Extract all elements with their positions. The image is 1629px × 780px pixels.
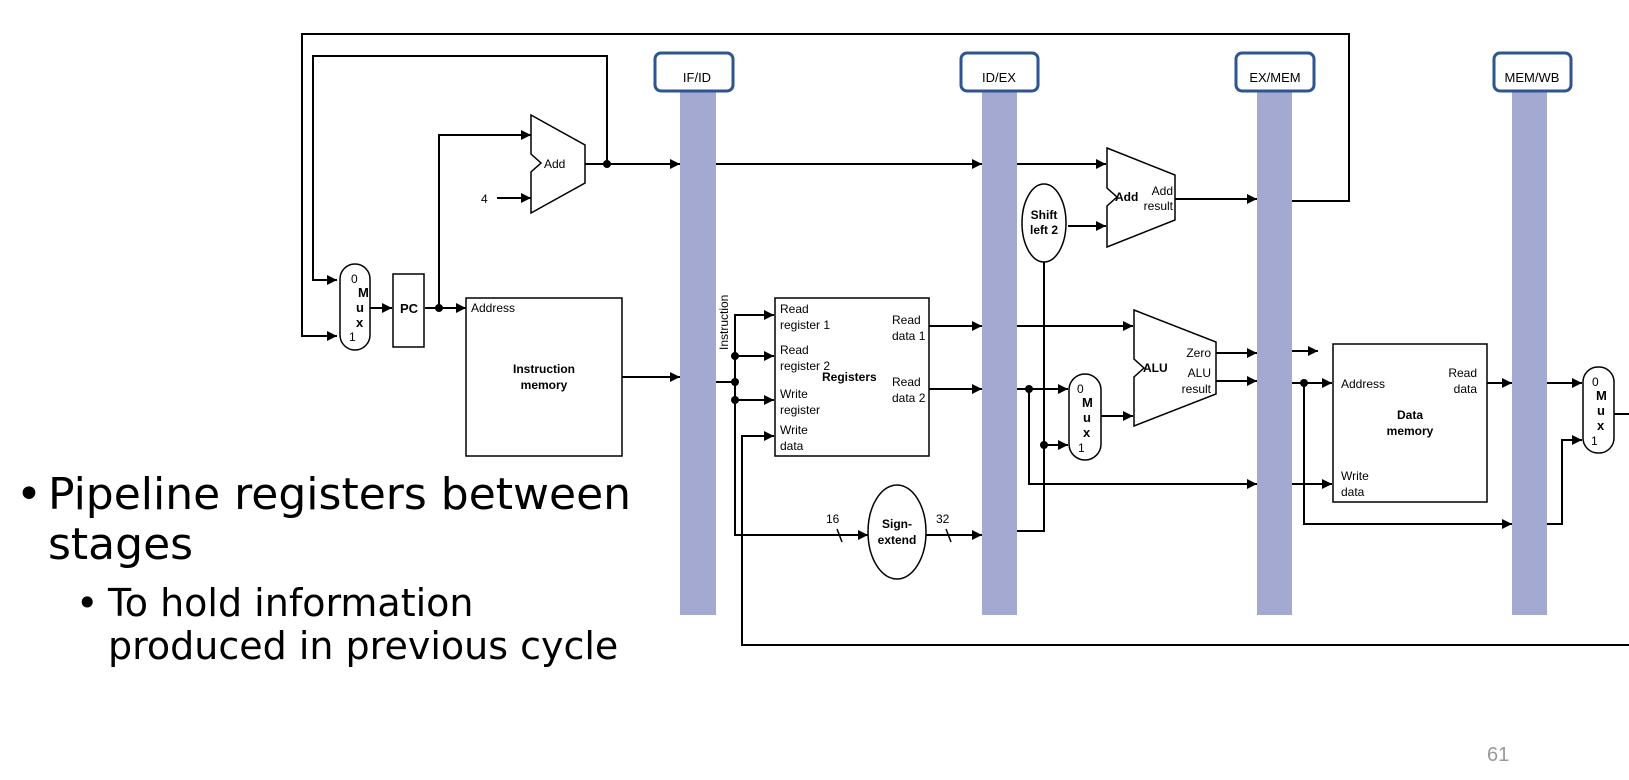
svg-text:Zero: Zero [1186, 346, 1211, 360]
svg-text:Shift: Shift [1031, 208, 1058, 222]
svg-text:u: u [1597, 403, 1605, 418]
svg-text:ALU: ALU [1188, 366, 1211, 380]
svg-text:Registers: Registers [822, 370, 877, 384]
svg-text:0: 0 [1592, 375, 1599, 389]
pc-mux: 0 M u x 1 [339, 263, 371, 351]
register-label: EX/MEM [1249, 70, 1300, 85]
svg-text:data: data [1454, 382, 1478, 396]
svg-text:register 1: register 1 [780, 318, 830, 332]
instruction-memory: Address Instruction memory [465, 297, 623, 457]
bullet-text-main: Pipeline registers between stages [48, 469, 632, 570]
register-label: MEM/WB [1505, 70, 1560, 85]
svg-text:data 2: data 2 [892, 391, 926, 405]
svg-text:result: result [1182, 382, 1212, 396]
svg-text:Write: Write [780, 387, 808, 401]
svg-text:Write: Write [780, 423, 808, 437]
sub-bullet-item: • To hold information produced in previo… [76, 582, 658, 668]
svg-text:16: 16 [826, 512, 840, 526]
svg-text:u: u [1083, 410, 1091, 425]
wire-junctions [435, 160, 1308, 449]
writeback-mux: 0 M u x 1 [1582, 366, 1615, 454]
svg-text:Instruction: Instruction [513, 362, 575, 376]
bus-width-markers: 16 32 [826, 512, 952, 543]
svg-text:extend: extend [878, 533, 917, 547]
svg-text:Write: Write [1341, 469, 1369, 483]
svg-text:Read: Read [780, 343, 809, 357]
svg-text:left 2: left 2 [1030, 223, 1058, 237]
bullet-text-sub: To hold information produced in previous… [108, 581, 619, 668]
svg-text:memory: memory [1387, 424, 1434, 438]
register-cap [1234, 51, 1316, 93]
svg-text:data: data [1341, 485, 1365, 499]
pipeline-register-if-id: IF/ID [653, 51, 735, 615]
svg-text:32: 32 [936, 512, 950, 526]
svg-text:Add: Add [1115, 190, 1138, 204]
svg-text:data 1: data 1 [892, 329, 926, 343]
svg-text:Address: Address [471, 301, 515, 315]
svg-text:ALU: ALU [1143, 361, 1168, 375]
svg-text:Sign-: Sign- [882, 517, 912, 531]
register-label: ID/EX [982, 70, 1016, 85]
branch-adder: Add Add result [1106, 146, 1176, 249]
register-cap [653, 51, 735, 93]
svg-text:Read: Read [1448, 366, 1477, 380]
svg-text:Data: Data [1397, 408, 1423, 422]
svg-text:Add: Add [544, 157, 565, 171]
svg-text:M: M [1082, 395, 1093, 410]
svg-text:0: 0 [1077, 382, 1084, 396]
svg-text:M: M [1596, 388, 1607, 403]
register-label: IF/ID [683, 70, 711, 85]
svg-text:Read: Read [892, 375, 921, 389]
alu: ALU Zero ALU result [1133, 308, 1217, 428]
svg-text:data: data [780, 439, 804, 453]
svg-text:result: result [1144, 199, 1174, 213]
register-file: Read register 1 Read register 2 Write re… [774, 297, 930, 457]
svg-text:x: x [356, 315, 364, 330]
svg-text:x: x [1083, 425, 1091, 440]
svg-text:Address: Address [1341, 377, 1385, 391]
instruction-label: Instruction [717, 295, 731, 350]
svg-text:PC: PC [400, 301, 419, 316]
pipeline-register-mem-wb: MEM/WB [1492, 51, 1573, 615]
svg-text:1: 1 [349, 330, 356, 344]
svg-text:u: u [356, 300, 364, 315]
page-number: 61 [1487, 744, 1510, 766]
alu-mux: 0 M u x 1 [1068, 373, 1102, 461]
svg-text:0: 0 [351, 272, 358, 286]
shift-left-2: Shift left 2 [1021, 183, 1067, 263]
data-memory: Address Read data Data memory Write data [1332, 343, 1488, 503]
svg-text:1: 1 [1078, 441, 1085, 455]
svg-text:Read: Read [892, 313, 921, 327]
bullet-item: • Pipeline registers between stages [16, 470, 658, 570]
register-cap [1492, 51, 1573, 93]
svg-text:1: 1 [1591, 434, 1598, 448]
svg-text:register 2: register 2 [780, 359, 830, 373]
sign-extend: Sign- extend [867, 484, 927, 580]
bullet-dot: • [76, 581, 99, 625]
wires [301, 33, 1629, 646]
pc-adder: Add [530, 113, 586, 215]
register-cap [959, 51, 1040, 93]
program-counter: PC [392, 273, 425, 348]
svg-text:register: register [780, 403, 820, 417]
constant-four-label: 4 [481, 192, 488, 206]
pipeline-register-ex-mem: EX/MEM [1234, 51, 1316, 615]
svg-text:x: x [1597, 418, 1605, 433]
bullet-list: • Pipeline registers between stages • To… [16, 470, 658, 668]
pipeline-register-id-ex: ID/EX [959, 51, 1040, 615]
svg-text:Add: Add [1152, 184, 1173, 198]
svg-text:memory: memory [521, 378, 568, 392]
svg-text:Read: Read [780, 302, 809, 316]
svg-text:M: M [358, 285, 369, 300]
bullet-dot: • [16, 469, 42, 520]
